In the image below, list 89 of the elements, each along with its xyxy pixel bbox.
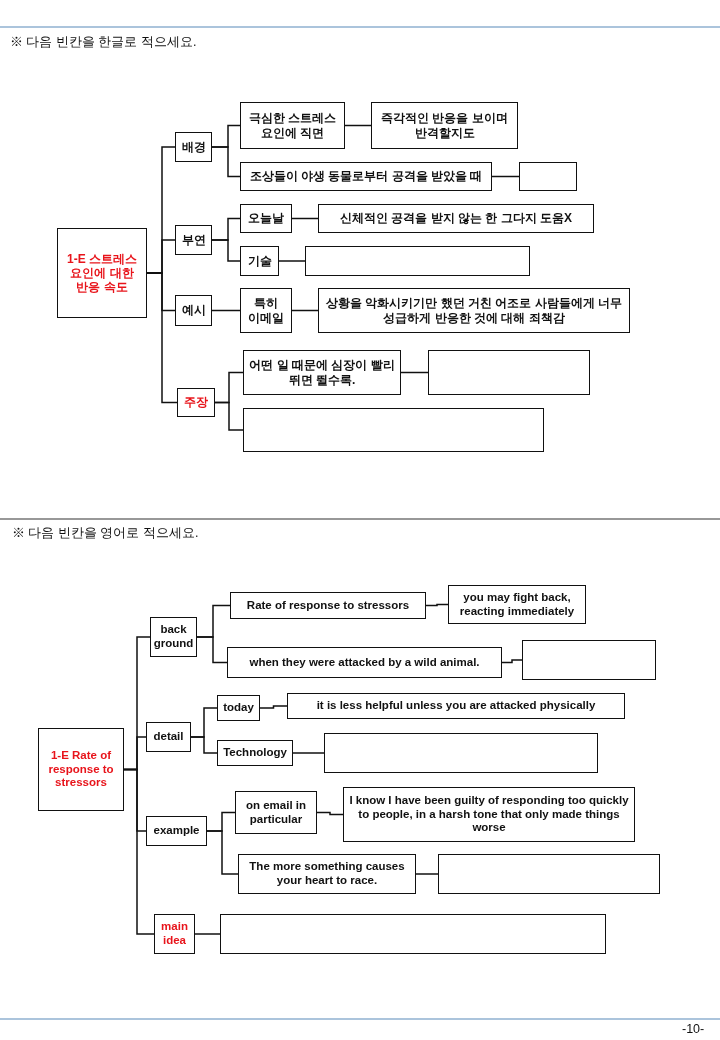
category-box (175, 295, 212, 326)
box-text: 1-E 스트레스 요인에 대한 반응 속도 (66, 251, 138, 295)
box-text: Rate of response to stressors (246, 598, 410, 613)
text-box (371, 102, 518, 149)
box-text: 신체적인 공격을 받지 않는 한 그다지 도움X (340, 211, 572, 226)
instruction-text: ※ 다음 빈칸을 영어로 적으세요. (12, 525, 199, 542)
box-text: today (223, 701, 254, 715)
answer-box (522, 640, 656, 680)
text-box (318, 204, 594, 233)
answer-box (324, 733, 598, 773)
text-box (318, 288, 630, 333)
box-text: back ground (153, 623, 194, 651)
category-box (154, 914, 195, 954)
connector-line (491, 175, 520, 178)
text-box (238, 854, 416, 894)
connector-line (415, 873, 439, 875)
box-text: 기술 (247, 253, 272, 269)
connector-line (196, 636, 228, 664)
text-box (230, 592, 426, 619)
connector-line (501, 659, 523, 664)
connector-line (292, 752, 325, 754)
text-box (240, 102, 345, 149)
connector-line (211, 146, 241, 178)
box-text: 오늘날 (248, 211, 284, 226)
text-box (235, 791, 317, 834)
topic-box (57, 228, 147, 318)
box-text: you may fight back, reacting immediately (458, 590, 576, 619)
connector-line (123, 768, 155, 935)
text-box (217, 695, 260, 721)
box-text: 배경 (181, 139, 206, 155)
box-text: The more something causes your heart to race. (248, 860, 406, 888)
text-box (240, 204, 292, 233)
answer-box (428, 350, 590, 395)
box-text: 조상들이 야생 동물로부터 공격을 받았을 때 (249, 169, 483, 184)
box-text: when they were attacked by a wild animal. (249, 655, 480, 670)
connector-line (190, 736, 218, 754)
connector-line (291, 217, 319, 220)
category-box (150, 617, 197, 657)
instruction-text: ※ 다음 빈칸을 한글로 적으세요. (10, 34, 197, 51)
connector-line (344, 124, 372, 127)
box-text: on email in particular (244, 798, 308, 827)
box-text: main idea (160, 920, 189, 948)
text-box (287, 693, 625, 719)
box-text: Technology (223, 746, 287, 760)
answer-box (438, 854, 660, 894)
connector-line (425, 603, 449, 607)
box-text: 상황을 악화시키기만 했던 거친 어조로 사람들에게 너무 성급하게 반응한 것에 대해 죄책감 (325, 296, 623, 325)
box-text: I know I have been guilty of responding too quickly to people, in a harsh tone that only made things worse (348, 794, 630, 835)
connector-line (316, 811, 344, 816)
category-box (175, 132, 212, 162)
connector-line (214, 401, 244, 431)
box-text: example (153, 824, 200, 838)
topic-box (38, 728, 124, 811)
text-box (240, 288, 292, 333)
box-text: 주장 (184, 395, 208, 410)
box-text: 1-E Rate of response to stressors (47, 749, 115, 790)
text-box (448, 585, 586, 624)
answer-box (519, 162, 577, 191)
connector-line (211, 309, 241, 312)
box-text: it is less helpful unless you are attacked physically (316, 699, 596, 713)
connector-line (146, 272, 178, 404)
category-box (146, 816, 207, 846)
category-box (175, 225, 212, 255)
box-text: 부연 (181, 232, 206, 248)
box-text: 예시 (181, 303, 206, 318)
text-box (343, 787, 635, 842)
answer-box (220, 914, 606, 954)
answer-box (305, 246, 530, 276)
connector-line (206, 830, 239, 875)
connector-line (291, 309, 319, 312)
text-box (243, 350, 401, 395)
connector-line (259, 705, 288, 709)
box-text: 어떤 일 때문에 심장이 빨리 뛰면 뛸수록. (248, 358, 396, 387)
connector-line (278, 260, 306, 262)
box-text: 극심한 스트레스 요인에 직면 (247, 111, 338, 140)
category-box (177, 388, 215, 417)
box-text: 즉각적인 반응을 보이며 반격할지도 (380, 111, 509, 140)
connector-line (194, 933, 221, 935)
text-box (240, 246, 279, 276)
category-box (146, 722, 191, 752)
answer-box (243, 408, 544, 452)
connector-line (400, 371, 429, 374)
box-text: 특히 이메일 (247, 296, 285, 325)
text-box (227, 647, 502, 678)
text-box (240, 162, 492, 191)
connector-line (211, 239, 241, 262)
text-box (217, 740, 293, 766)
box-text: detail (153, 730, 184, 744)
page-number: -10- (682, 1022, 705, 1036)
